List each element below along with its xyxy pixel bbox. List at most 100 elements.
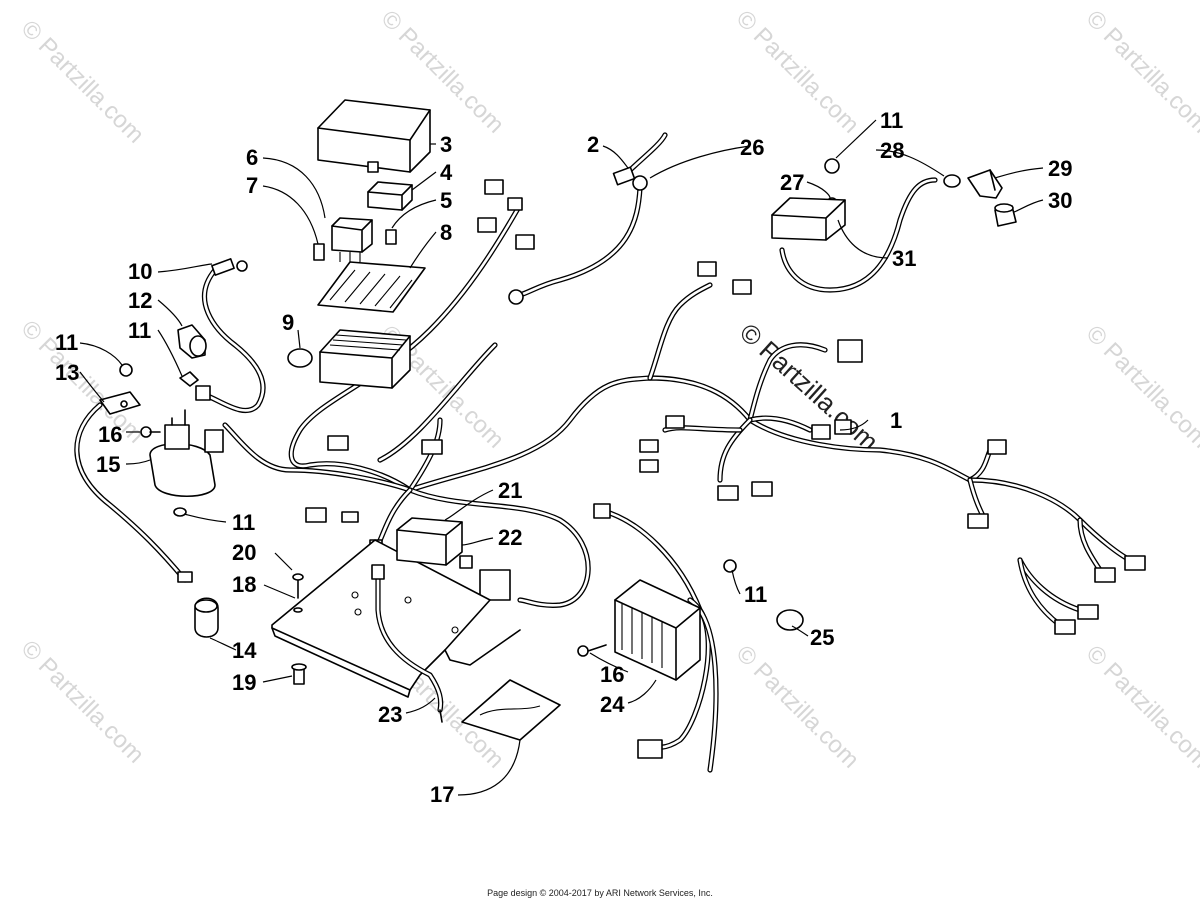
connector <box>484 179 504 195</box>
part-15-solenoid <box>149 409 224 498</box>
connector <box>639 439 659 453</box>
callout-2: 2 <box>587 132 599 157</box>
part-25-clip <box>776 609 804 631</box>
callout-12: 12 <box>128 288 152 313</box>
callout-18: 18 <box>232 572 256 597</box>
connector <box>1094 567 1116 583</box>
harness-connectors <box>305 179 1146 635</box>
part-3-fuse-box-cover <box>317 99 431 173</box>
part-14-boot <box>194 597 219 638</box>
callout-11: 11 <box>880 108 903 133</box>
callout-15: 15 <box>96 452 120 477</box>
callout-14: 14 <box>232 638 257 663</box>
callout-24: 24 <box>600 692 625 717</box>
nuts <box>119 158 840 573</box>
callout-17: 17 <box>430 782 454 807</box>
callout-11: 11 <box>744 582 767 607</box>
callout-30: 30 <box>1048 188 1072 213</box>
callout-11: 11 <box>232 510 255 535</box>
connector <box>967 513 989 529</box>
callout-28: 28 <box>880 138 904 163</box>
connector <box>834 419 852 435</box>
callout-27: 27 <box>780 170 804 195</box>
watermark: © Partzilla.com <box>1081 640 1200 773</box>
connector <box>341 511 359 523</box>
connector <box>732 279 752 295</box>
fuse-block-base <box>319 329 411 389</box>
watermark: © Partzilla.com <box>16 15 149 148</box>
callout-16: 16 <box>98 422 122 447</box>
connector <box>751 481 773 497</box>
part-28-seal <box>943 174 961 188</box>
part-6-relay <box>331 217 373 262</box>
connector <box>717 485 739 501</box>
part-4-relay <box>367 181 413 211</box>
part-26-cable <box>508 175 648 305</box>
part-17-bag <box>461 679 561 741</box>
part-10-battery-cable <box>195 258 266 413</box>
callout-5: 5 <box>440 188 452 213</box>
leader-lines <box>79 119 1044 796</box>
part-21-module <box>396 517 473 569</box>
callout-7: 7 <box>246 173 258 198</box>
watermark: © Partzilla.com <box>731 5 864 138</box>
part-2-connector-pigtail <box>612 132 668 186</box>
connector <box>477 217 497 233</box>
watermark: © Partzilla.com <box>16 635 149 768</box>
part-19-screw <box>291 663 307 685</box>
callout-11: 11 <box>55 330 78 355</box>
part-29-plug-cap <box>967 169 1003 199</box>
part-5-fuse <box>385 229 397 245</box>
part-23-sensor <box>371 564 444 723</box>
part-8-label <box>317 261 426 313</box>
connector <box>811 424 831 440</box>
callout-25: 25 <box>810 625 834 650</box>
callout-22: 22 <box>498 525 522 550</box>
part-27-coil <box>771 177 938 293</box>
part-9-clip <box>287 348 313 368</box>
connector <box>1054 619 1076 635</box>
part-13-cable <box>74 391 193 583</box>
part-7-fuse <box>313 243 325 261</box>
connector <box>837 339 863 363</box>
callout-20: 20 <box>232 540 256 565</box>
connector <box>1077 604 1099 620</box>
callout-26: 26 <box>740 135 764 160</box>
part-20-screw <box>292 573 304 613</box>
callout-16: 16 <box>600 662 624 687</box>
callout-8: 8 <box>440 220 452 245</box>
connector <box>515 234 535 250</box>
part-18-mounting-plate <box>271 539 521 698</box>
callout-29: 29 <box>1048 156 1072 181</box>
connector <box>507 197 523 211</box>
callout-13: 13 <box>55 360 79 385</box>
callout-3: 3 <box>440 132 452 157</box>
callout-11: 11 <box>128 318 151 343</box>
watermark: © Partzilla.com <box>1081 5 1200 138</box>
callout-31: 31 <box>892 246 916 271</box>
connector <box>987 439 1007 455</box>
connector <box>327 435 349 451</box>
callout-labels: 1 2 3 4 5 6 7 8 9 10 11 11 11 11 11 12 1… <box>55 108 1072 807</box>
part-12-boot <box>177 324 207 359</box>
watermark: © Partzilla.com <box>731 640 864 773</box>
connector <box>421 439 443 455</box>
connector <box>639 459 659 473</box>
callout-1: 1 <box>890 408 902 433</box>
connector <box>697 261 717 277</box>
callout-9: 9 <box>282 310 294 335</box>
watermark-layer: © Partzilla.com © Partzilla.com © Partzi… <box>16 5 1200 773</box>
connector <box>1124 555 1146 571</box>
callout-19: 19 <box>232 670 256 695</box>
part-30-cap <box>994 203 1017 227</box>
callout-21: 21 <box>498 478 522 503</box>
callout-6: 6 <box>246 145 258 170</box>
callout-23: 23 <box>378 702 402 727</box>
connector <box>305 507 327 523</box>
connector <box>665 415 685 429</box>
callout-10: 10 <box>128 259 152 284</box>
watermark: © Partzilla.com <box>1081 320 1200 453</box>
callout-4: 4 <box>440 160 453 185</box>
page-footer: Page design © 2004-2017 by ARI Network S… <box>487 888 713 898</box>
